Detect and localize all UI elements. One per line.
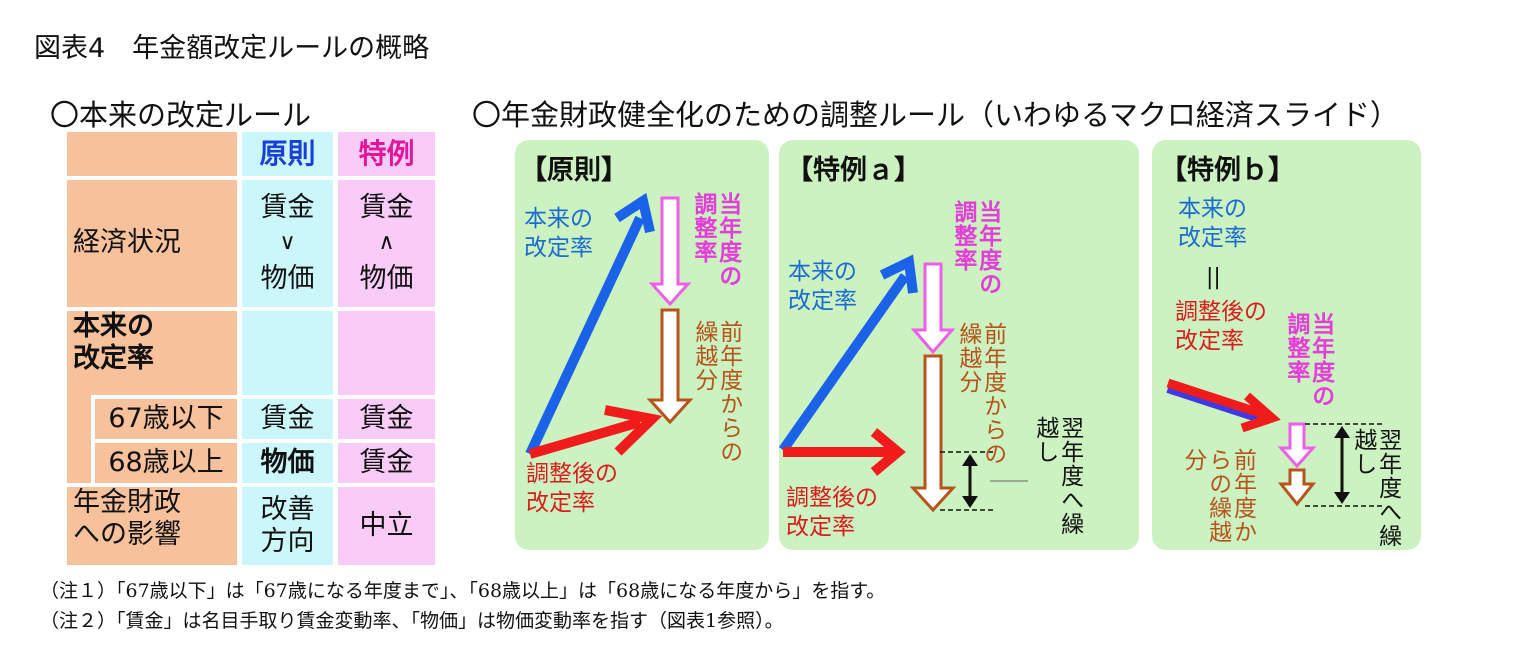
principle-carryover-label: 前年度からの繰越分: [690, 320, 742, 464]
exception-b-next-carry-marker: [1305, 423, 1385, 507]
col-principle-header: 原則: [242, 132, 333, 176]
principle-current-adjust-arrow: [648, 196, 692, 307]
principle-adjusted-rate-label: 調整後の 改定率: [526, 460, 618, 518]
exception-a-current-adjust-label: 当年度の調整率: [949, 200, 1001, 296]
economy-exception-price: 物価: [359, 262, 414, 294]
principle-adjusted-rate-line1: 調整後の: [526, 461, 618, 487]
row-economy-label: 経済状況: [67, 180, 237, 307]
exception-a-adjusted-rate-line2: 改定率: [786, 513, 855, 540]
principle-carryover-arrow: [646, 308, 694, 425]
right-section-title: 〇年金財政健全化のための調整ルール（いわゆるマクロ経済スライド）: [472, 98, 1399, 132]
exception-b-carryover-arrow: [1277, 468, 1317, 507]
panel-exception-b: [1152, 140, 1421, 550]
principle-current-adjust-label: 当年度の調整率: [689, 192, 741, 288]
exception-b-adjusted-rate-line1: 調整後の: [1175, 299, 1267, 325]
panel-exception-a: [779, 140, 1139, 550]
row-rate-label-line2: 改定率: [73, 343, 154, 375]
principle-adjusted-rate-line2: 改定率: [526, 489, 595, 516]
exception-a-carryover-arrow: [909, 354, 957, 513]
rate-principle-empty: [242, 311, 333, 395]
economy-exception-cell: 賃金 ∧ 物価: [338, 180, 435, 307]
exception-b-equals-sign: ||: [1206, 265, 1221, 290]
table-corner: [67, 132, 237, 176]
economy-principle-price: 物価: [260, 262, 315, 294]
row-rate-label: 本来の 改定率: [67, 311, 237, 395]
row-rate-label-line1: 本来の: [73, 311, 154, 342]
exception-b-carryover-label: 前年度からの繰越分: [1179, 448, 1256, 544]
over68-principle-cell: 物価: [242, 443, 333, 483]
principle-original-rate-label: 本来の 改定率: [524, 205, 593, 263]
rate-exception-empty: [338, 311, 435, 395]
exception-b-original-rate-line2: 改定率: [1178, 224, 1247, 251]
exception-a-adjusted-rate-line1: 調整後の: [786, 485, 878, 511]
exception-a-original-rate-line2: 改定率: [788, 287, 857, 314]
exception-b-original-rate-label: 本来の 改定率: [1178, 195, 1247, 253]
exception-a-original-rate-line1: 本来の: [788, 259, 857, 285]
over68-exception-cell: 賃金: [338, 443, 435, 483]
principle-original-rate-arrow: [525, 192, 655, 457]
exception-a-original-rate-arrow: [778, 254, 918, 453]
exception-b-next-carry-label: 翌年度へ繰越し: [1349, 428, 1401, 548]
col-exception-header: 特例: [338, 132, 435, 176]
panel-exception-a-title: 【特例ａ】: [786, 155, 921, 186]
economy-principle-wage: 賃金: [260, 191, 315, 223]
figure-title: 図表4 年金額改定ルールの概略: [34, 33, 430, 64]
left-section-title: 〇本来の改定ルール: [50, 98, 312, 132]
economy-principle-cell: 賃金 ∨ 物価: [242, 180, 333, 307]
economy-exception-wage: 賃金: [359, 191, 414, 223]
exception-b-adjusted-rate-label: 調整後の 改定率: [1175, 298, 1267, 356]
exception-a-next-carry-label: 翌年度へ繰越し: [1031, 416, 1083, 536]
under67-principle-cell: 賃金: [242, 399, 333, 439]
exception-a-adjusted-rate-arrow: [783, 428, 906, 476]
exception-a-next-carry-marker: [940, 451, 1028, 511]
exception-a-current-adjust-arrow: [910, 262, 956, 355]
exception-a-carryover-label: 前年度からの繰越分: [954, 322, 1006, 466]
economy-exception-compare: ∧: [378, 230, 395, 256]
exception-b-rate-arrow: [1166, 378, 1281, 433]
panel-principle-title: 【原則】: [520, 155, 628, 186]
exception-b-adjusted-rate-line2: 改定率: [1175, 327, 1244, 354]
row-finance-label-line1: 年金財政: [73, 487, 181, 518]
principle-adjusted-rate-arrow: [528, 405, 663, 459]
principle-original-rate-line1: 本来の: [524, 206, 593, 232]
note-2: （注２）「賃金」は名目手取り賃金変動率、「物価」は物価変動率を指す（図表1参照）…: [40, 610, 784, 632]
finance-principle-line2: 方向: [260, 526, 315, 557]
economy-principle-compare: ∨: [279, 230, 296, 256]
exception-a-original-rate-label: 本来の 改定率: [788, 258, 857, 316]
rate-indent-strip: [67, 395, 91, 483]
row-under67-label: 67歳以下: [95, 399, 237, 439]
row-finance-label: 年金財政 への影響: [67, 487, 237, 565]
row-over68-label: 68歳以上: [95, 443, 237, 483]
panel-exception-b-title: 【特例ｂ】: [1160, 155, 1295, 186]
row-finance-label-line2: への影響: [73, 519, 181, 551]
finance-exception-cell: 中立: [338, 487, 435, 565]
exception-b-current-adjust-arrow: [1277, 422, 1317, 469]
principle-original-rate-line2: 改定率: [524, 234, 593, 261]
finance-principle-line1: 改善: [260, 493, 315, 525]
under67-exception-cell: 賃金: [338, 399, 435, 439]
exception-b-original-rate-line1: 本来の: [1178, 196, 1247, 222]
finance-principle-cell: 改善 方向: [242, 487, 333, 565]
exception-a-adjusted-rate-label: 調整後の 改定率: [786, 484, 878, 542]
exception-b-current-adjust-label: 当年度の調整率: [1282, 312, 1334, 408]
note-1: （注１）「67歳以下」は「67歳になる年度まで」、「68歳以上」は「68歳になる…: [40, 580, 886, 602]
